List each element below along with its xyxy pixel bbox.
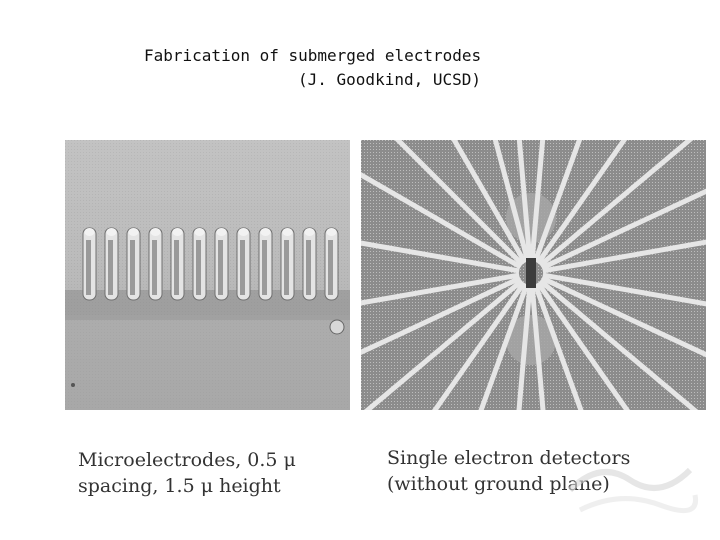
detector-lead (540, 275, 706, 358)
right-caption-line-1: Single electron detectors (387, 447, 631, 469)
electrode (302, 227, 317, 301)
detector-lead (542, 272, 706, 307)
detector-leads (361, 140, 706, 410)
detector-lead (542, 239, 706, 274)
right-caption-line-2: (without ground plane) (387, 473, 610, 495)
electrode (192, 227, 207, 301)
electrode (324, 227, 339, 301)
detector-lead (363, 278, 524, 410)
detector-lead (361, 171, 522, 270)
detector-lead (361, 240, 520, 274)
detector-lead (538, 140, 694, 268)
electrode (82, 227, 97, 301)
detector-lead (532, 140, 583, 263)
left-caption: Microelectrodes, 0.5 μ spacing, 1.5 μ he… (78, 447, 296, 499)
electrode (258, 227, 273, 301)
detector-lead (532, 283, 584, 410)
scan-smudge (567, 467, 699, 514)
detector-lead (451, 140, 528, 264)
detector-lead (516, 284, 533, 410)
detector-lead (361, 272, 520, 306)
left-caption-line-2: spacing, 1.5 μ height (78, 475, 281, 497)
detector-lead (478, 283, 530, 410)
detector-lead (432, 281, 527, 410)
detector-lead (540, 188, 706, 271)
detector-lead (361, 275, 522, 356)
detector-lead (492, 140, 531, 263)
detector-lead (516, 140, 533, 262)
electrode (236, 227, 251, 301)
detector-lead (394, 140, 525, 267)
electron-detector-micrograph (361, 140, 706, 410)
detector-lead (535, 281, 630, 410)
electrode (104, 227, 119, 301)
electrode (214, 227, 229, 301)
electrode (280, 227, 295, 301)
electrode (170, 227, 185, 301)
detector-lead (538, 278, 699, 410)
detector-lead (529, 140, 546, 262)
electrode-row (82, 227, 339, 301)
left-caption-line-1: Microelectrodes, 0.5 μ (78, 449, 296, 471)
microelectrodes-micrograph (65, 140, 350, 410)
detector-lead (529, 284, 546, 410)
title-line-1: Fabrication of submerged electrodes (144, 46, 482, 65)
title-line-2: (J. Goodkind, UCSD) (298, 70, 482, 89)
electrode (126, 227, 141, 301)
right-caption: Single electron detectors (without groun… (387, 445, 630, 497)
detector-lead (535, 140, 628, 265)
slide-title: Fabrication of submerged electrodes (J. G… (144, 44, 481, 92)
electrode (148, 227, 163, 301)
